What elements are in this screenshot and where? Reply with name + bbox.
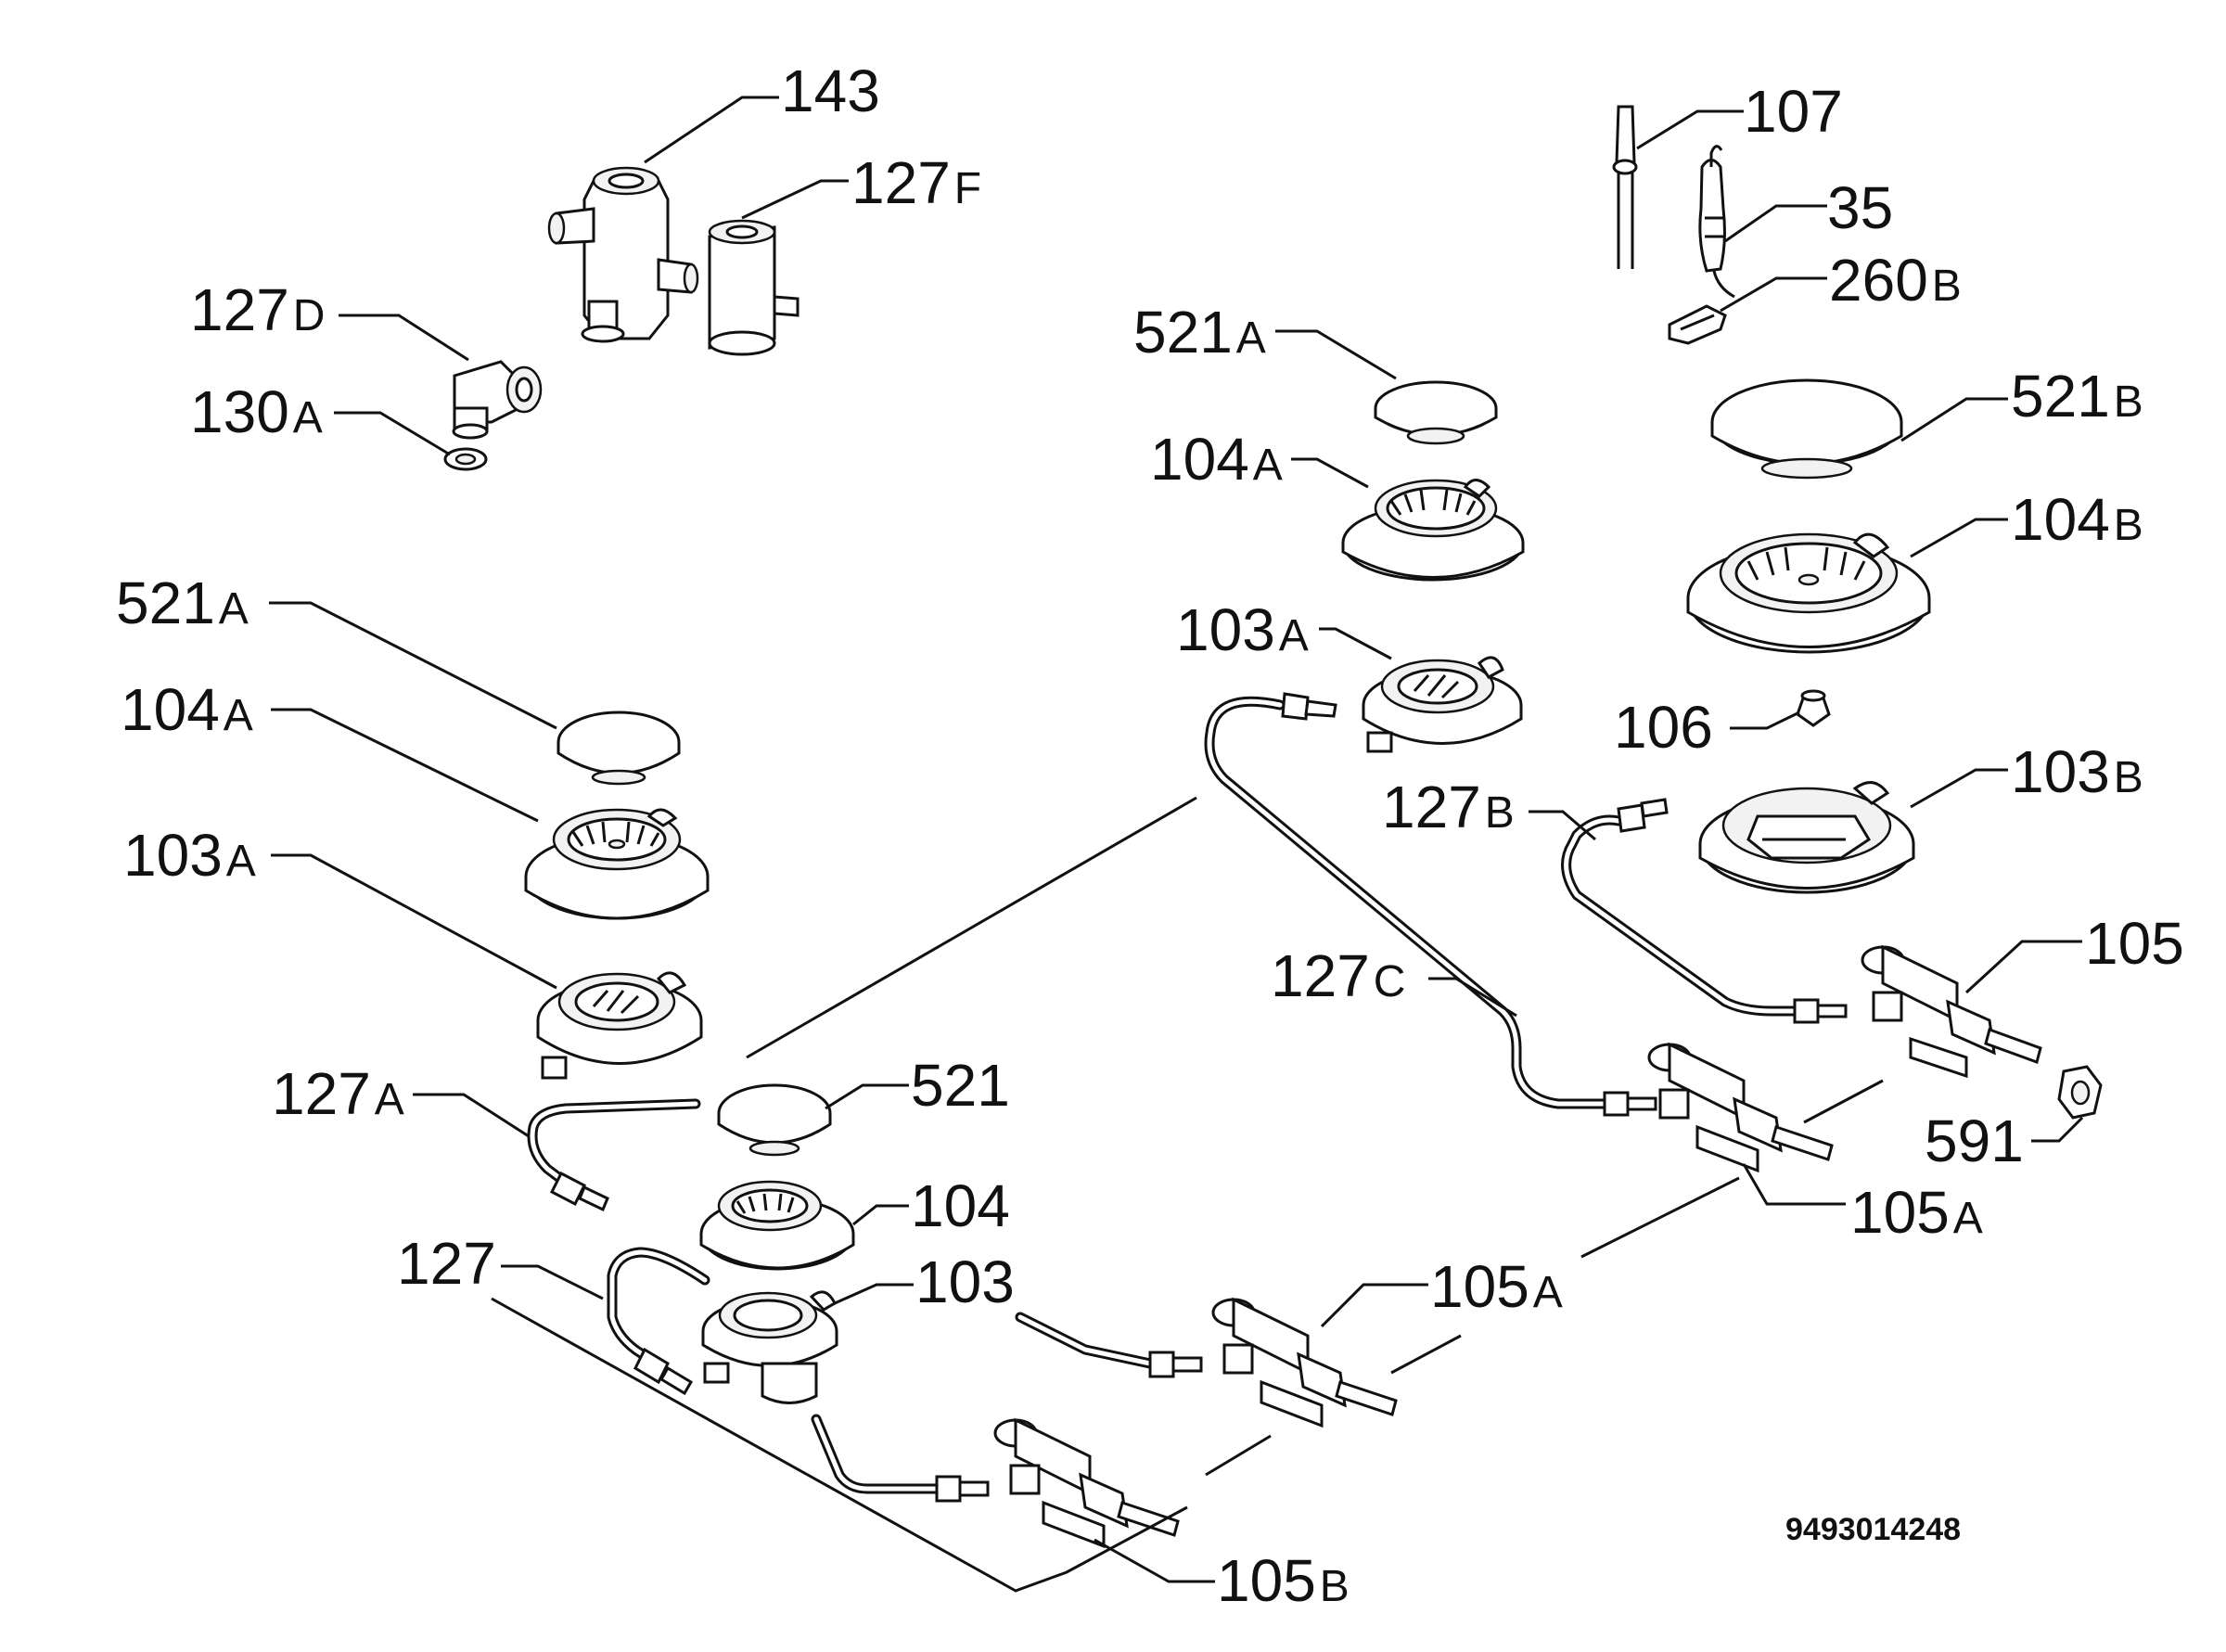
part-143-gas-inlet-tee [547,166,699,343]
label-103A-top: 103A [1176,596,1309,663]
label-127C: 127C [1271,942,1406,1009]
part-521-cap [717,1083,832,1157]
part-35-spark-electrode [1698,145,1735,299]
label-104B: 104B [2011,486,2143,553]
label-143: 143 [781,58,880,124]
gas-tube-front-to-105B [811,1414,990,1503]
label-105: 105 [2085,910,2184,977]
part-591-gasket [2057,1065,2103,1120]
label-105A-right: 105A [1850,1179,1983,1246]
label-105A-mid: 105A [1430,1253,1563,1320]
label-521A-left: 521A [116,570,249,636]
part-521A-top-cap [1374,380,1498,445]
gas-tap-105 [1861,944,2042,1079]
gas-tube-127A [527,1098,701,1212]
label-521B: 521B [2011,363,2143,429]
document-code: 9493014248 [1785,1512,1962,1547]
gas-tube-left-to-105A [1015,1312,1203,1378]
label-521: 521 [911,1052,1010,1119]
gas-tube-127 [607,1247,710,1396]
label-103: 103 [915,1249,1015,1315]
part-130A-washer [443,447,488,471]
gas-tap-105B [993,1417,1180,1549]
label-591: 591 [1925,1108,2024,1174]
label-107: 107 [1744,78,1843,145]
label-521A-top: 521A [1133,299,1266,365]
label-106: 106 [1614,694,1713,761]
part-127F-nut [708,219,800,356]
part-260B-clip [1668,304,1727,345]
label-103B: 103B [2011,738,2143,805]
label-260B: 260B [1829,247,1962,314]
part-521B-cap [1710,378,1903,480]
part-106-injector [1796,689,1831,727]
label-127: 127 [397,1230,496,1297]
gas-tap-105A-right [1647,1042,1834,1173]
part-103-burner-base [701,1290,838,1404]
part-103B-burner-base [1698,781,1915,894]
part-127D-elbow [452,360,543,440]
label-104: 104 [911,1172,1010,1239]
label-127A: 127A [272,1060,404,1127]
label-105B: 105B [1217,1547,1350,1614]
part-107-thermocouple [1612,105,1638,269]
label-104A-top: 104A [1150,426,1283,493]
gas-tube-127C [1204,692,1657,1117]
part-104-spreader [699,1180,855,1271]
label-127F: 127F [851,149,982,216]
part-104A-top-spreader [1341,479,1525,582]
label-127D: 127D [190,276,326,343]
label-103A-left: 103A [123,822,256,889]
gas-tube-127B [1561,798,1848,1024]
gas-tap-105A-mid [1211,1297,1398,1428]
label-127B: 127B [1382,774,1515,840]
label-130A: 130A [190,378,323,445]
part-104B-spreader [1686,532,1931,654]
part-521A-left-cap [556,711,681,786]
label-35: 35 [1827,174,1894,241]
part-104A-left-spreader [524,808,710,920]
label-104A-left: 104A [121,676,253,743]
part-103A-left-burner-base [536,971,703,1080]
part-103A-top-burner-base [1362,656,1523,753]
